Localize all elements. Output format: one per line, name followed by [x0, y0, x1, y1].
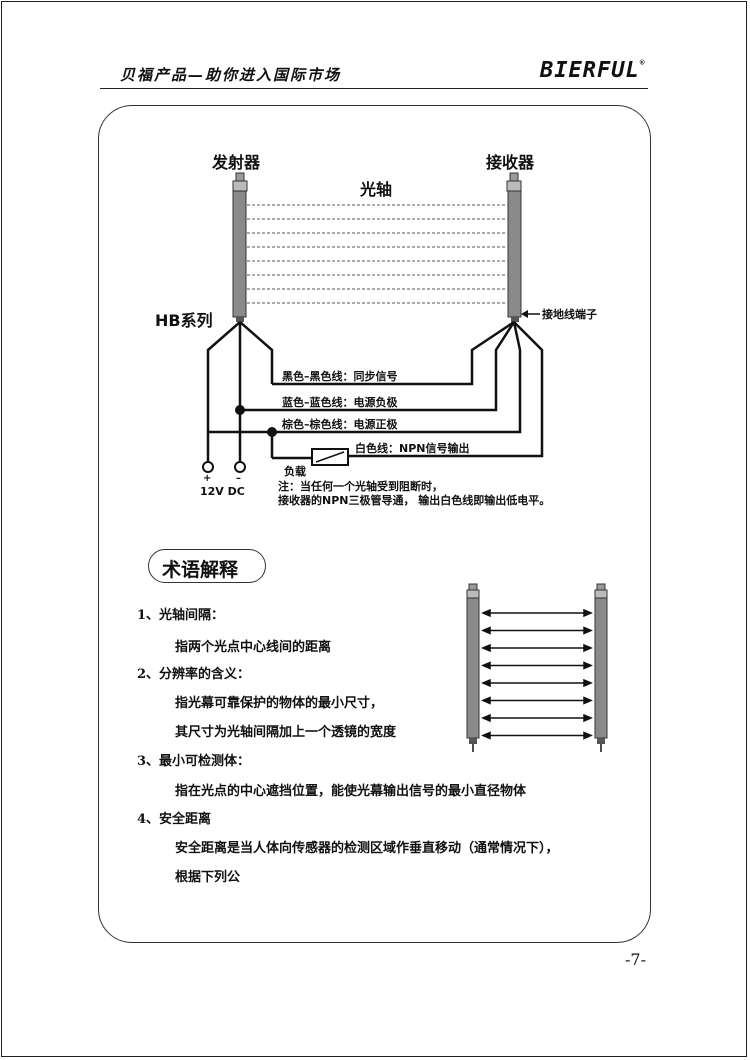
term-heading-4: 4、安全距离 [137, 812, 212, 827]
curtain-arrow-head-right [583, 661, 593, 670]
brand-name: BIERFUL [540, 58, 640, 83]
curtain-arrow-head-left [481, 678, 491, 688]
curtain-arrow-head-right [583, 731, 593, 740]
curtain-arrow-head-left [481, 661, 491, 670]
terms-title-box [148, 549, 266, 583]
curtain-right-bar [594, 583, 608, 752]
term-desc-3: 指在光点的中心遮挡位置，能使光幕输出信号的最小直径物体 [175, 784, 527, 799]
receiver-bar [506, 172, 522, 322]
optical-axis-lines [247, 204, 507, 304]
terms-title: 术语解释 [162, 559, 239, 581]
emitter-label: 发射器 [212, 153, 261, 172]
optical-axis-label: 光轴 [360, 180, 393, 199]
brand-logo: BIERFUL® [540, 58, 646, 83]
curtain-arrow-head-left [481, 626, 491, 635]
load-label: 负载 [284, 465, 306, 478]
curtain-arrow-head-left [481, 696, 491, 705]
registered-mark: ® [639, 58, 646, 67]
curtain-arrows [481, 608, 593, 740]
header-rule [100, 88, 648, 89]
junction-dot-blue [235, 405, 245, 415]
header-slogan: 贝福产品—助你进入国际市场 [120, 66, 342, 84]
ground-terminal-arrow [521, 310, 540, 318]
curtain-arrow-head-right [583, 713, 593, 723]
note-line-1: 注：当任何一个光轴受到阻断时， [278, 480, 443, 493]
term-desc-2a: 指光幕可靠保护的物体的最小尺寸， [175, 696, 384, 711]
curtain-left-bar [466, 583, 480, 752]
supply-label: 12V DC [200, 485, 245, 498]
curtain-arrow-head-left [481, 731, 491, 740]
wiring-lines [206, 320, 544, 466]
series-label: HB系列 [155, 311, 213, 330]
term-desc-4a: 安全距离是当人体向传感器的检测区域作垂直移动（通常情况下）， [175, 841, 559, 856]
term-heading-2: 2、分辨率的含义： [137, 667, 251, 682]
term-heading-1: 1、光轴间隔： [137, 608, 225, 623]
emitter-bar [232, 172, 248, 322]
negative-terminal [234, 461, 246, 473]
positive-terminal [202, 461, 214, 473]
ground-terminal-label: 接地线端子 [542, 308, 597, 321]
curtain-arrow-head-left [481, 713, 491, 723]
plus-sign: + [203, 473, 212, 484]
term-heading-3: 3、最小可检测体： [137, 754, 251, 769]
curtain-arrow-head-left [481, 643, 491, 653]
wire-brown-label: 棕色–棕色线：电源正极 [282, 418, 398, 431]
term-desc-2b: 其尺寸为光轴间隔加上一个透镜的宽度 [175, 725, 397, 740]
wire-white-label: 白色线：NPN信号输出 [355, 442, 470, 455]
receiver-label: 接收器 [486, 153, 535, 172]
term-desc-4b: 根据下列公 [175, 870, 241, 885]
curtain-arrow-head-right [583, 678, 593, 688]
curtain-arrow-head-right [583, 626, 593, 635]
curtain-arrow-head-left [481, 608, 491, 618]
content-panel [98, 105, 651, 943]
term-desc-1: 指两个光点中心线间的距离 [175, 640, 332, 655]
page-number: -7- [625, 950, 646, 969]
junction-dot-brown [267, 427, 277, 437]
load-resistor [311, 448, 349, 466]
minus-sign: – [236, 473, 241, 484]
curtain-arrow-head-right [583, 608, 593, 618]
curtain-arrow-head-right [583, 643, 593, 653]
wire-black-label: 黑色–黑色线：同步信号 [282, 370, 398, 383]
wire-blue-label: 蓝色–蓝色线：电源负极 [282, 396, 398, 409]
note-line-2: 接收器的NPN三极管导通， 输出白色线即输出低电平。 [278, 494, 551, 507]
curtain-arrow-head-right [583, 696, 593, 705]
